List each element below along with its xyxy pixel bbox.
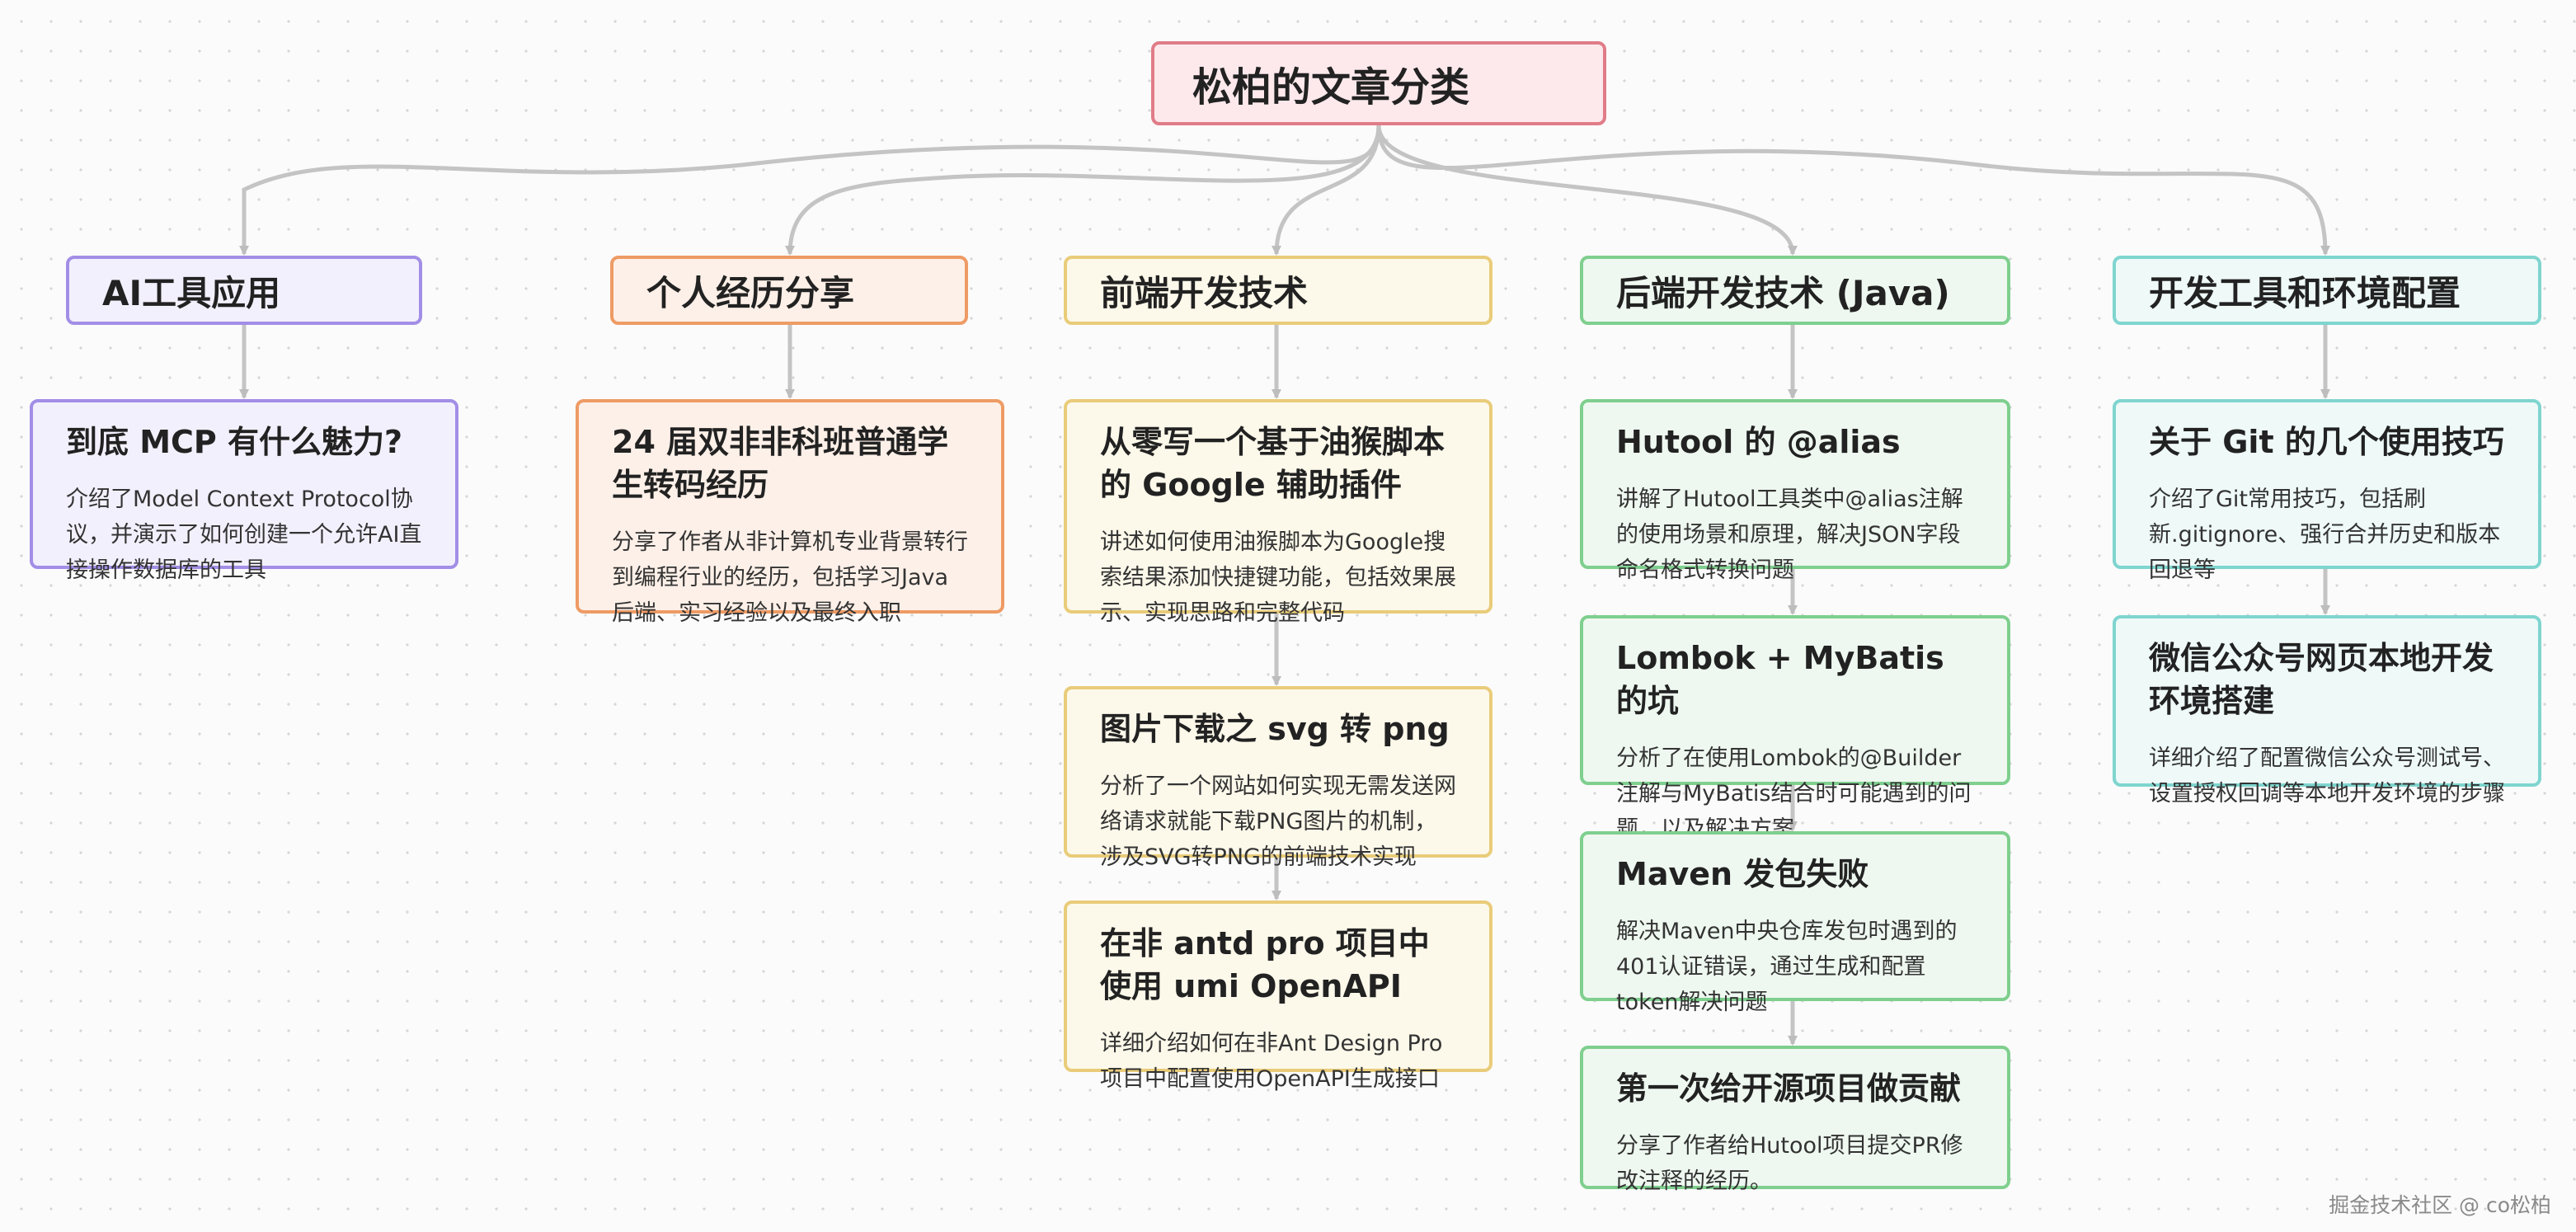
category-title: AI工具应用 [102,272,281,313]
category-devtools[interactable]: 开发工具和环境配置 [2113,256,2541,325]
article-description: 详细介绍如何在非Ant Design Pro项目中配置使用OpenAPI生成接口 [1100,1031,1443,1092]
article-title: 微信公众号网页本地开发环境搭建 [2149,640,2494,719]
article-card-career-change[interactable]: 24 届双非非科班普通学生转码经历 分享了作者从非计算机专业背景转行到编程行业的… [576,399,1004,626]
article-title: Maven 发包失败 [1616,856,1869,892]
article-title: Hutool 的 @alias [1616,424,1901,460]
article-title: 图片下载之 svg 转 png [1100,711,1450,747]
edge-root-to-backend [1376,125,1798,256]
category-frontend[interactable]: 前端开发技术 [1064,256,1492,325]
article-description: 分享了作者从非计算机专业背景转行到编程行业的经历，包括学习Java后端、实习经验… [612,529,968,626]
category-backend-java[interactable]: 后端开发技术 (Java) [1580,256,2010,325]
article-title: 在非 antd pro 项目中使用 umi OpenAPI [1100,925,1430,1004]
edge-root-to-ai-tools [239,125,1381,256]
article-description: 详细介绍了配置微信公众号测试号、设置授权回调等本地开发环境的步骤 [2149,745,2505,806]
article-title: 关于 Git 的几个使用技巧 [2149,424,2504,460]
article-title: Lombok + MyBatis 的坑 [1616,640,1944,719]
article-description: 介绍了Model Context Protocol协议，并演示了如何创建一个允许… [66,487,422,583]
edge-root-to-devtools [1376,125,2330,256]
article-title: 从零写一个基于油猴脚本的 Google 辅助插件 [1100,424,1445,503]
article-card-first-open-source[interactable]: 第一次给开源项目做贡献 分享了作者给Hutool项目提交PR修改注释的经历。 [1580,1046,2010,1194]
article-card-wechat-dev-env[interactable]: 微信公众号网页本地开发环境搭建 详细介绍了配置微信公众号测试号、设置授权回调等本… [2113,615,2541,806]
category-ai-tools[interactable]: AI工具应用 [66,256,422,325]
article-card-svg-to-png[interactable]: 图片下载之 svg 转 png 分析了一个网站如何实现无需发送网络请求就能下载P… [1064,686,1492,870]
watermark: 掘金技术社区 @ co松柏 [2329,1193,2551,1217]
article-title: 第一次给开源项目做贡献 [1616,1070,1962,1107]
article-description: 解决Maven中央仓库发包时遇到的401认证错误，通过生成和配置token解决问… [1616,919,1958,1015]
root-title: 松柏的文章分类 [1192,64,1470,111]
category-title: 开发工具和环境配置 [2149,272,2461,313]
article-description: 讲述如何使用油猴脚本为Google搜索结果添加快捷键功能，包括效果展示、实现思路… [1100,529,1456,626]
article-card-maven-publish[interactable]: Maven 发包失败 解决Maven中央仓库发包时遇到的401认证错误，通过生成… [1580,831,2010,1015]
edge-root-to-frontend [1272,125,1381,256]
article-card-hutool-alias[interactable]: Hutool 的 @alias 讲解了Hutool工具类中@alias注解的使用… [1580,399,2010,583]
article-title: 到底 MCP 有什么魅力? [66,424,403,460]
root-node[interactable]: 松柏的文章分类 [1151,41,1606,125]
article-description: 分析了一个网站如何实现无需发送网络请求就能下载PNG图片的机制，涉及SVG转PN… [1100,774,1456,870]
article-description: 分享了作者给Hutool项目提交PR修改注释的经历。 [1616,1133,1963,1194]
category-personal-experience[interactable]: 个人经历分享 [610,256,968,325]
article-card-lombok-mybatis[interactable]: Lombok + MyBatis 的坑 分析了在使用Lombok的@Builde… [1580,615,2010,842]
category-title: 后端开发技术 (Java) [1616,272,1950,313]
category-title: 个人经历分享 [646,272,855,313]
article-card-tampermonkey-google[interactable]: 从零写一个基于油猴脚本的 Google 辅助插件 讲述如何使用油猴脚本为Goog… [1064,399,1492,626]
edge-root-to-personal [785,125,1381,256]
article-description: 讲解了Hutool工具类中@alias注解的使用场景和原理，解决JSON字段命名… [1616,487,1963,583]
article-card-git-tips[interactable]: 关于 Git 的几个使用技巧 介绍了Git常用技巧，包括刷新.gitignore… [2113,399,2541,583]
article-card-mcp[interactable]: 到底 MCP 有什么魅力? 介绍了Model Context Protocol协… [30,399,458,583]
article-card-umi-openapi[interactable]: 在非 antd pro 项目中使用 umi OpenAPI 详细介绍如何在非An… [1064,900,1492,1092]
article-title: 24 届双非非科班普通学生转码经历 [612,424,949,503]
article-description: 介绍了Git常用技巧，包括刷新.gitignore、强行合并历史和版本回退等 [2149,487,2501,583]
category-title: 前端开发技术 [1100,272,1309,313]
